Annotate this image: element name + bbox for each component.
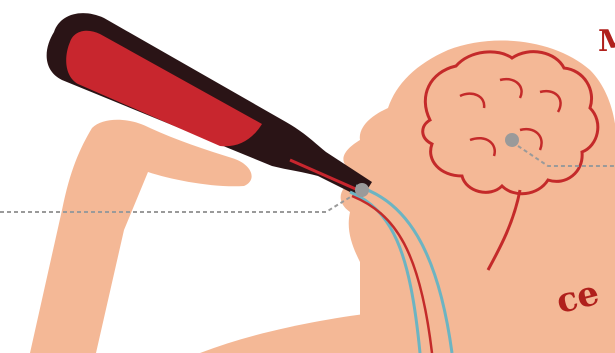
mouth-callout-line (0, 196, 352, 212)
arm (30, 120, 252, 353)
brain-marker-dot (505, 133, 519, 147)
heading-fragment-top: M (598, 24, 615, 59)
mouth-marker-dot (355, 183, 369, 197)
body-torso (200, 312, 380, 353)
